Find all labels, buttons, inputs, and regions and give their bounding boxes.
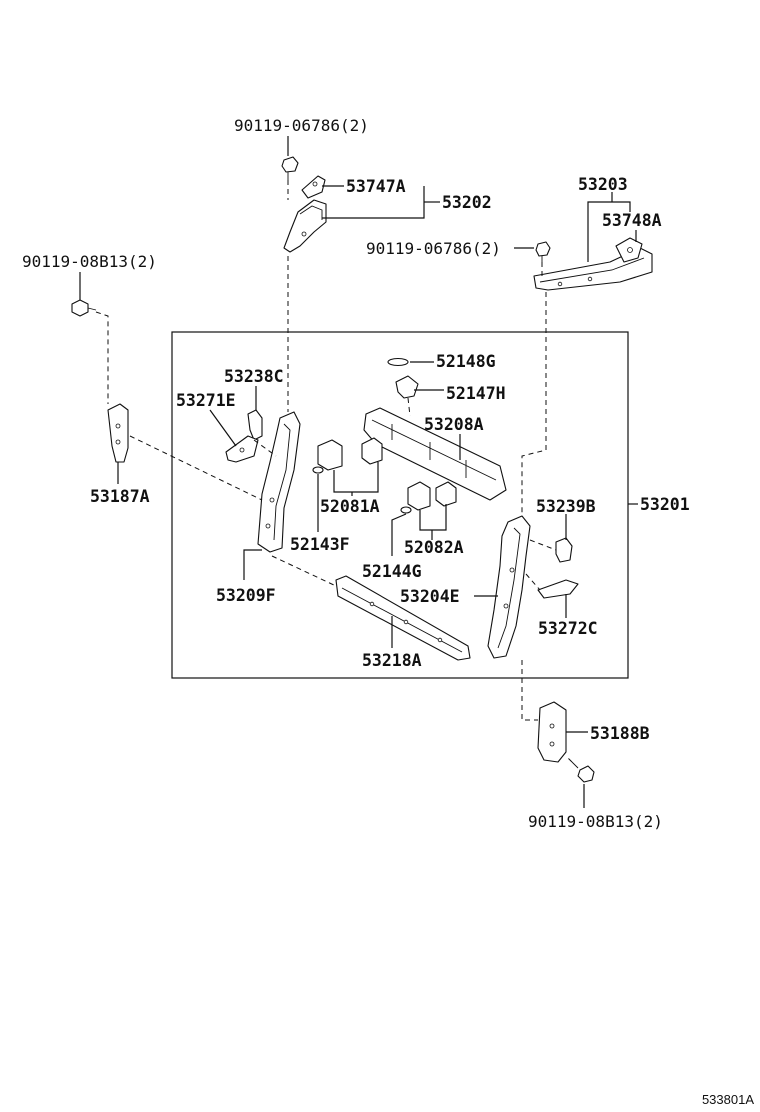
- label-52144g: 52144G: [362, 562, 422, 581]
- rail-53203-icon: [533, 237, 653, 291]
- mount-52082a-icon: [407, 481, 457, 511]
- washer-52143f-icon: [312, 466, 324, 474]
- bolt-right-icon: [535, 241, 551, 262]
- label-53271e: 53271E: [176, 391, 236, 410]
- support-53209f-icon: [257, 411, 301, 553]
- clip-53239b-icon: [555, 537, 573, 563]
- bolt-bottom-icon: [571, 761, 595, 783]
- bracket-53187a-icon: [107, 403, 129, 463]
- label-bolt-top: 90119-06786(2): [234, 116, 369, 135]
- label-bolt-left: 90119-08B13(2): [22, 252, 157, 271]
- label-53201: 53201: [640, 495, 690, 514]
- label-bolt-bottom: 90119-08B13(2): [528, 812, 663, 831]
- label-52143f: 52143F: [290, 535, 350, 554]
- label-52148g: 52148G: [436, 352, 496, 371]
- label-53747a: 53747A: [346, 177, 406, 196]
- bracket-52147h-icon: [395, 375, 419, 399]
- label-52081a: 52081A: [320, 497, 380, 516]
- label-bolt-right: 90119-06786(2): [366, 239, 501, 258]
- label-52147h: 52147H: [446, 384, 506, 403]
- label-53203: 53203: [578, 175, 628, 194]
- assembly-frame: [171, 331, 629, 679]
- mount-52081a-icon: [317, 437, 383, 471]
- bolt-top-icon: [281, 156, 299, 180]
- assembly-dash-lines: [95, 180, 573, 763]
- label-53238c: 53238C: [224, 367, 284, 386]
- label-53218a: 53218A: [362, 651, 422, 670]
- washer-52148g-icon: [387, 357, 409, 367]
- clip-53238c-icon: [247, 409, 263, 441]
- crossmember-53218a-icon: [335, 575, 471, 661]
- label-53208a: 53208A: [424, 415, 484, 434]
- figure-id: 533801A: [702, 1092, 754, 1107]
- crossmember-53208a-icon: [363, 407, 507, 501]
- bracket-53271e-icon: [225, 435, 259, 463]
- bracket-53747a-icon: [301, 175, 326, 199]
- label-53272c: 53272C: [538, 619, 598, 638]
- bolt-left-icon: [71, 299, 97, 317]
- label-53209f: 53209F: [216, 586, 276, 605]
- bracket-53188b-icon: [537, 701, 567, 763]
- label-52082a: 52082A: [404, 538, 464, 557]
- label-53202: 53202: [442, 193, 492, 212]
- support-53202-icon: [283, 199, 327, 253]
- label-53239b: 53239B: [536, 497, 596, 516]
- bracket-53272c-icon: [537, 579, 579, 599]
- leader-lines: [79, 136, 638, 808]
- support-53204e-icon: [487, 515, 531, 659]
- label-53188b: 53188B: [590, 724, 650, 743]
- label-53204e: 53204E: [400, 587, 460, 606]
- label-53187a: 53187A: [90, 487, 150, 506]
- washer-52144g-icon: [400, 506, 412, 514]
- label-53748a: 53748A: [602, 211, 662, 230]
